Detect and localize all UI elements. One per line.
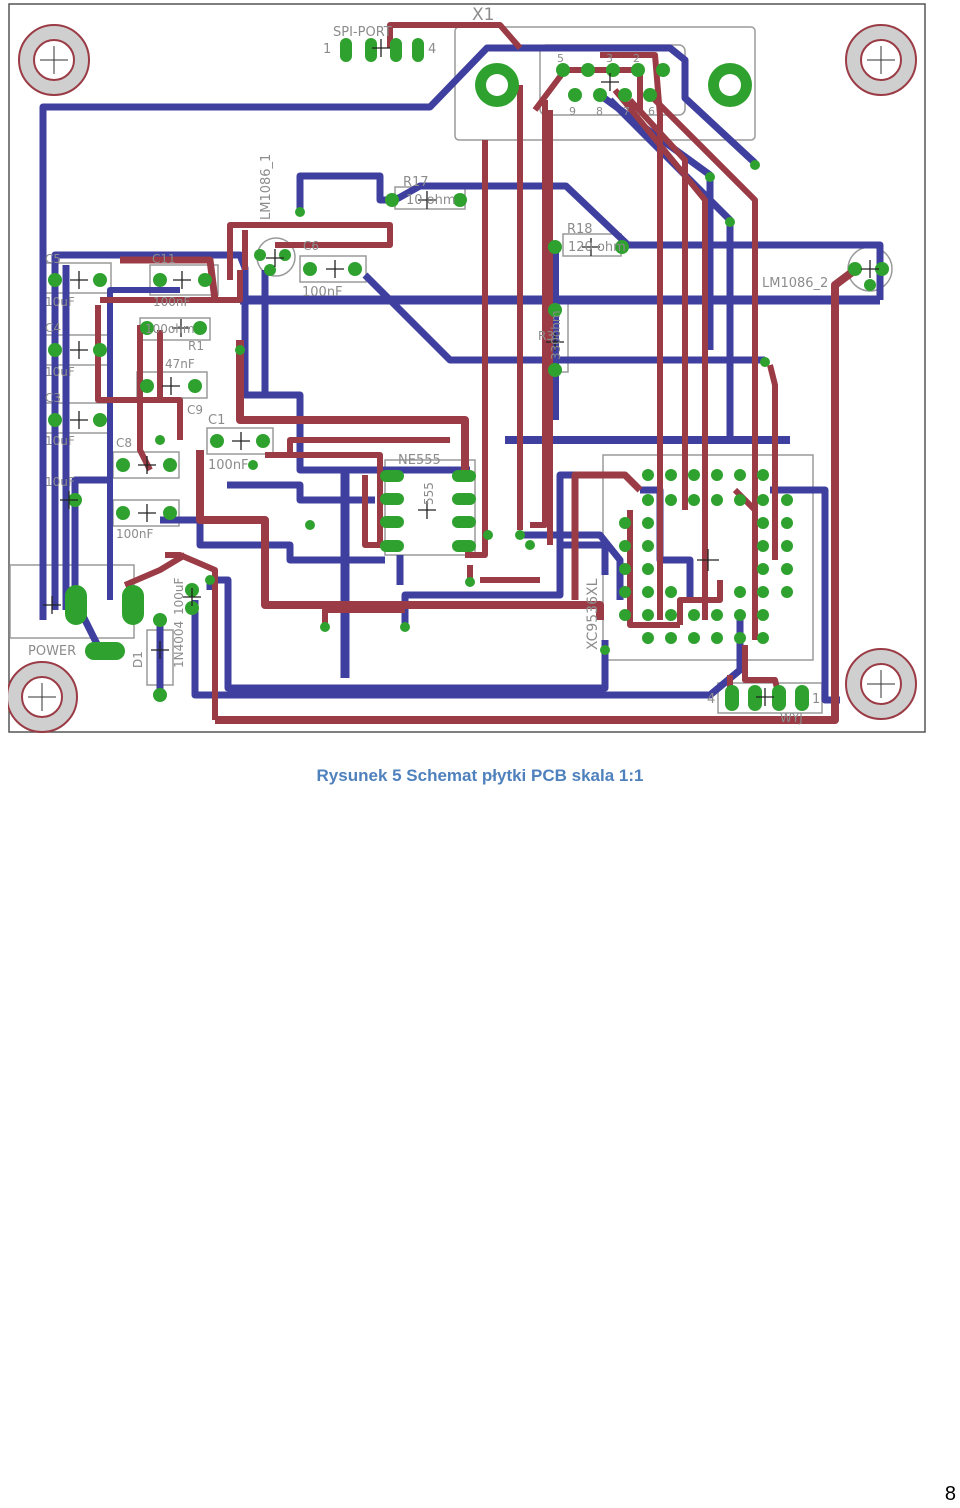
c5-label: C5	[45, 252, 61, 266]
r1-label: R1	[188, 339, 204, 353]
xc9536xl-label: XC9536XL	[585, 578, 601, 650]
c8-label: C8	[116, 436, 132, 450]
c5-value: 10uF	[45, 295, 75, 309]
top-layer-traces	[95, 22, 858, 724]
c-left-value: 10uF	[45, 475, 75, 489]
r3-value: 330ohm	[549, 310, 563, 360]
c11-value: 100nF	[153, 295, 191, 309]
spi-pin4-label: 4	[428, 42, 436, 57]
ne555-label: NE555	[398, 453, 441, 468]
silkscreen-labels: X1 SPI-PORT 1 4 5 3 2 9 8 7 6 R17 10 ohm…	[28, 5, 828, 725]
c11-label: C11	[152, 252, 176, 266]
r18-value: 120 ohm	[568, 240, 626, 255]
c6-value: 100nF	[302, 285, 343, 300]
diode-value: 1N4004	[172, 621, 186, 668]
c-bot-value: 100nF	[116, 527, 154, 541]
wyj-pin1-label: 1	[812, 692, 820, 707]
db9-pin-label: 5	[557, 52, 564, 65]
wyj-label: WYJ	[780, 711, 803, 725]
db9-pin-label: 3	[606, 52, 613, 65]
wyj-pin4-label: 4	[707, 692, 715, 707]
c100u-value: 100uF	[172, 577, 186, 615]
c4-label: C4	[45, 321, 61, 335]
plcc-pads	[619, 469, 793, 644]
c47-value: 47nF	[165, 357, 195, 371]
db9-pin-label: 6	[648, 105, 655, 118]
page-number: 8	[944, 1483, 956, 1505]
c9-label: C9	[187, 403, 203, 417]
mounting-holes	[8, 24, 917, 733]
ic555-label: 555	[422, 482, 436, 505]
db9-pin-label: 8	[596, 105, 603, 118]
r18-label: R18	[567, 222, 593, 237]
c1-label: C1	[208, 413, 225, 428]
power-label: POWER	[28, 644, 76, 659]
lm1086-1-label: LM1086_1	[259, 154, 274, 220]
c1-value: 100nF	[208, 458, 249, 473]
spi-port-label: SPI-PORT	[333, 25, 392, 40]
db9-pin-label: 9	[569, 105, 576, 118]
db9-pin-label: 7	[623, 105, 630, 118]
c3-label: C3	[45, 391, 61, 405]
pads	[48, 38, 889, 711]
c6-label: C6	[303, 239, 319, 253]
x1-label: X1	[472, 5, 494, 25]
db9-pin-label: 2	[633, 52, 640, 65]
r3-label: R3	[538, 329, 554, 343]
lm1086-2-label: LM1086_2	[762, 276, 828, 291]
d1-label: D1	[131, 651, 145, 668]
r-100ohm-label: 100ohm	[145, 322, 195, 336]
r17-value: 10 ohm	[406, 193, 456, 208]
figure-caption: Rysunek 5 Schemat płytki PCB skala 1:1	[316, 766, 644, 785]
spi-pin1-label: 1	[323, 42, 331, 57]
c3-value: 10uF	[45, 434, 75, 448]
r17-label: R17	[403, 175, 429, 190]
c4-value: 10uF	[45, 365, 75, 379]
pcb-layout: X1 SPI-PORT 1 4 5 3 2 9 8 7 6 R17 10 ohm…	[8, 3, 926, 733]
